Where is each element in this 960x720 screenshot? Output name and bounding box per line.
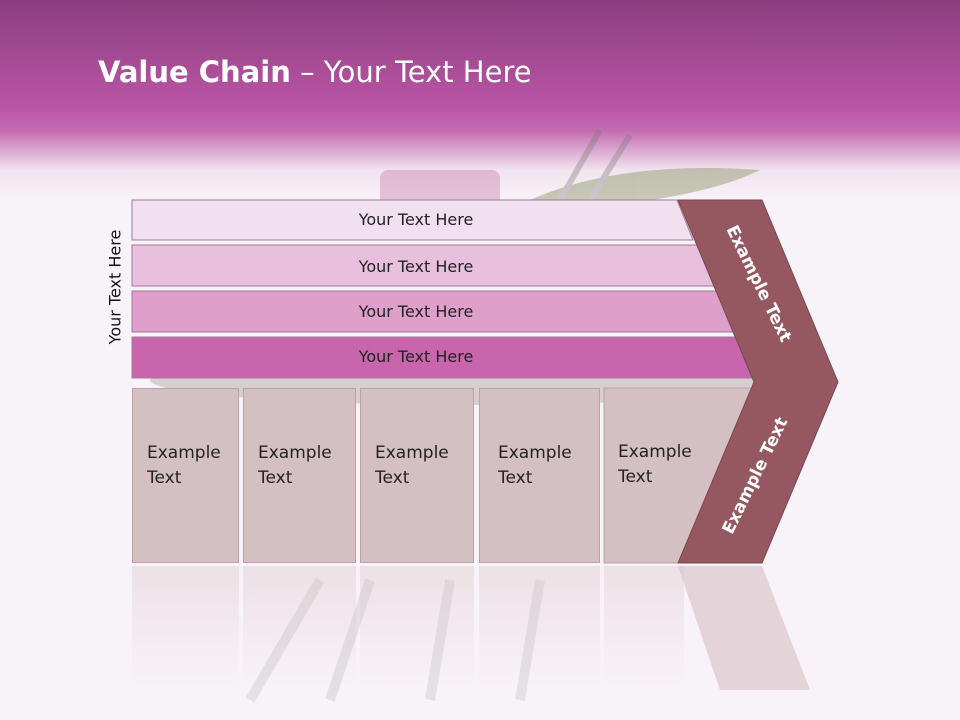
support-bar-4-label: Your Text Here: [358, 347, 474, 366]
margin-chevron[interactable]: [677, 199, 839, 564]
reflection-strip: [604, 566, 684, 686]
reflection-strip: [243, 566, 356, 686]
slide-title: Value Chain – Your Text Here: [98, 55, 532, 89]
title-bold: Value Chain: [98, 55, 291, 89]
columns-reflection: [132, 566, 692, 686]
support-bar-3-label: Your Text Here: [358, 302, 474, 321]
support-bar-1[interactable]: [131, 199, 694, 241]
support-bar-1-label: Your Text Here: [358, 210, 474, 229]
reflection-strip: [360, 566, 474, 686]
reflection-strip: [479, 566, 600, 686]
slide-header: [0, 0, 960, 200]
support-bar-2-label: Your Text Here: [358, 257, 474, 276]
title-rest: – Your Text Here: [290, 55, 532, 89]
chevron-reflection: [678, 566, 810, 690]
reflection-strip: [132, 566, 239, 686]
